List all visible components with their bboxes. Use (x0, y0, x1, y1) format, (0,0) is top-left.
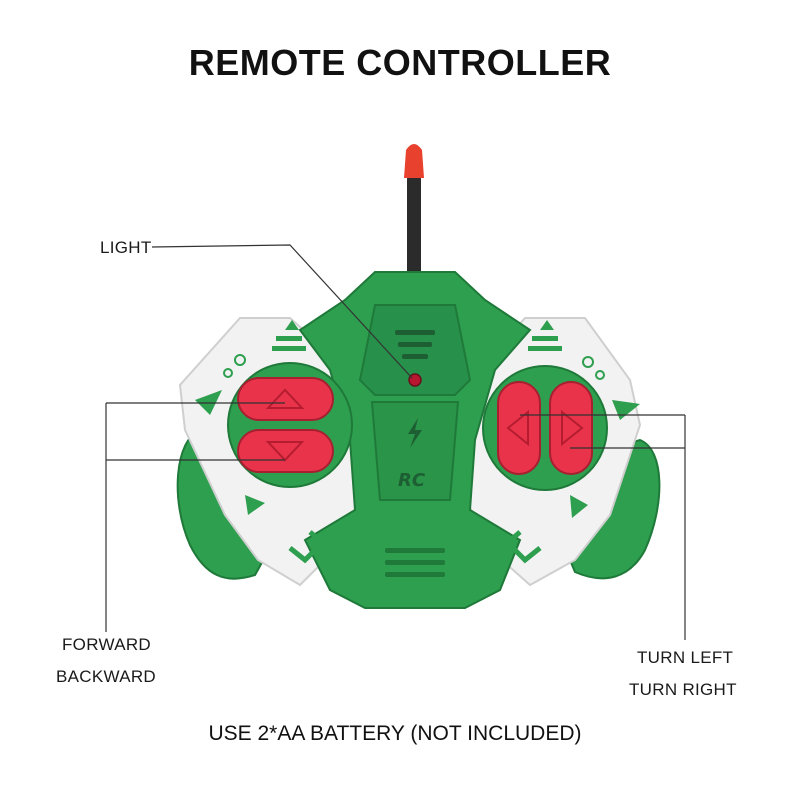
turn-left-button[interactable] (497, 381, 541, 475)
backward-label: BACKWARD (56, 667, 157, 686)
forward-label: FORWARD (62, 635, 151, 654)
power-bolt-icon (408, 418, 422, 448)
turn-left-label: TURN LEFT (637, 648, 734, 667)
antenna (404, 144, 424, 280)
turn-right-label: TURN RIGHT (629, 680, 737, 699)
signal-icon (395, 330, 435, 359)
turn-right-button[interactable] (549, 381, 593, 475)
callout-lines (105, 244, 686, 640)
battery-note: USE 2*AA BATTERY (NOT INCLUDED) (208, 722, 582, 745)
forward-button[interactable] (237, 377, 334, 421)
rc-logo: RC (398, 470, 426, 491)
backward-button[interactable] (237, 429, 334, 473)
light-label: LIGHT (100, 238, 152, 257)
light-led (408, 373, 422, 387)
page-title: REMOTE CONTROLLER (188, 42, 612, 83)
